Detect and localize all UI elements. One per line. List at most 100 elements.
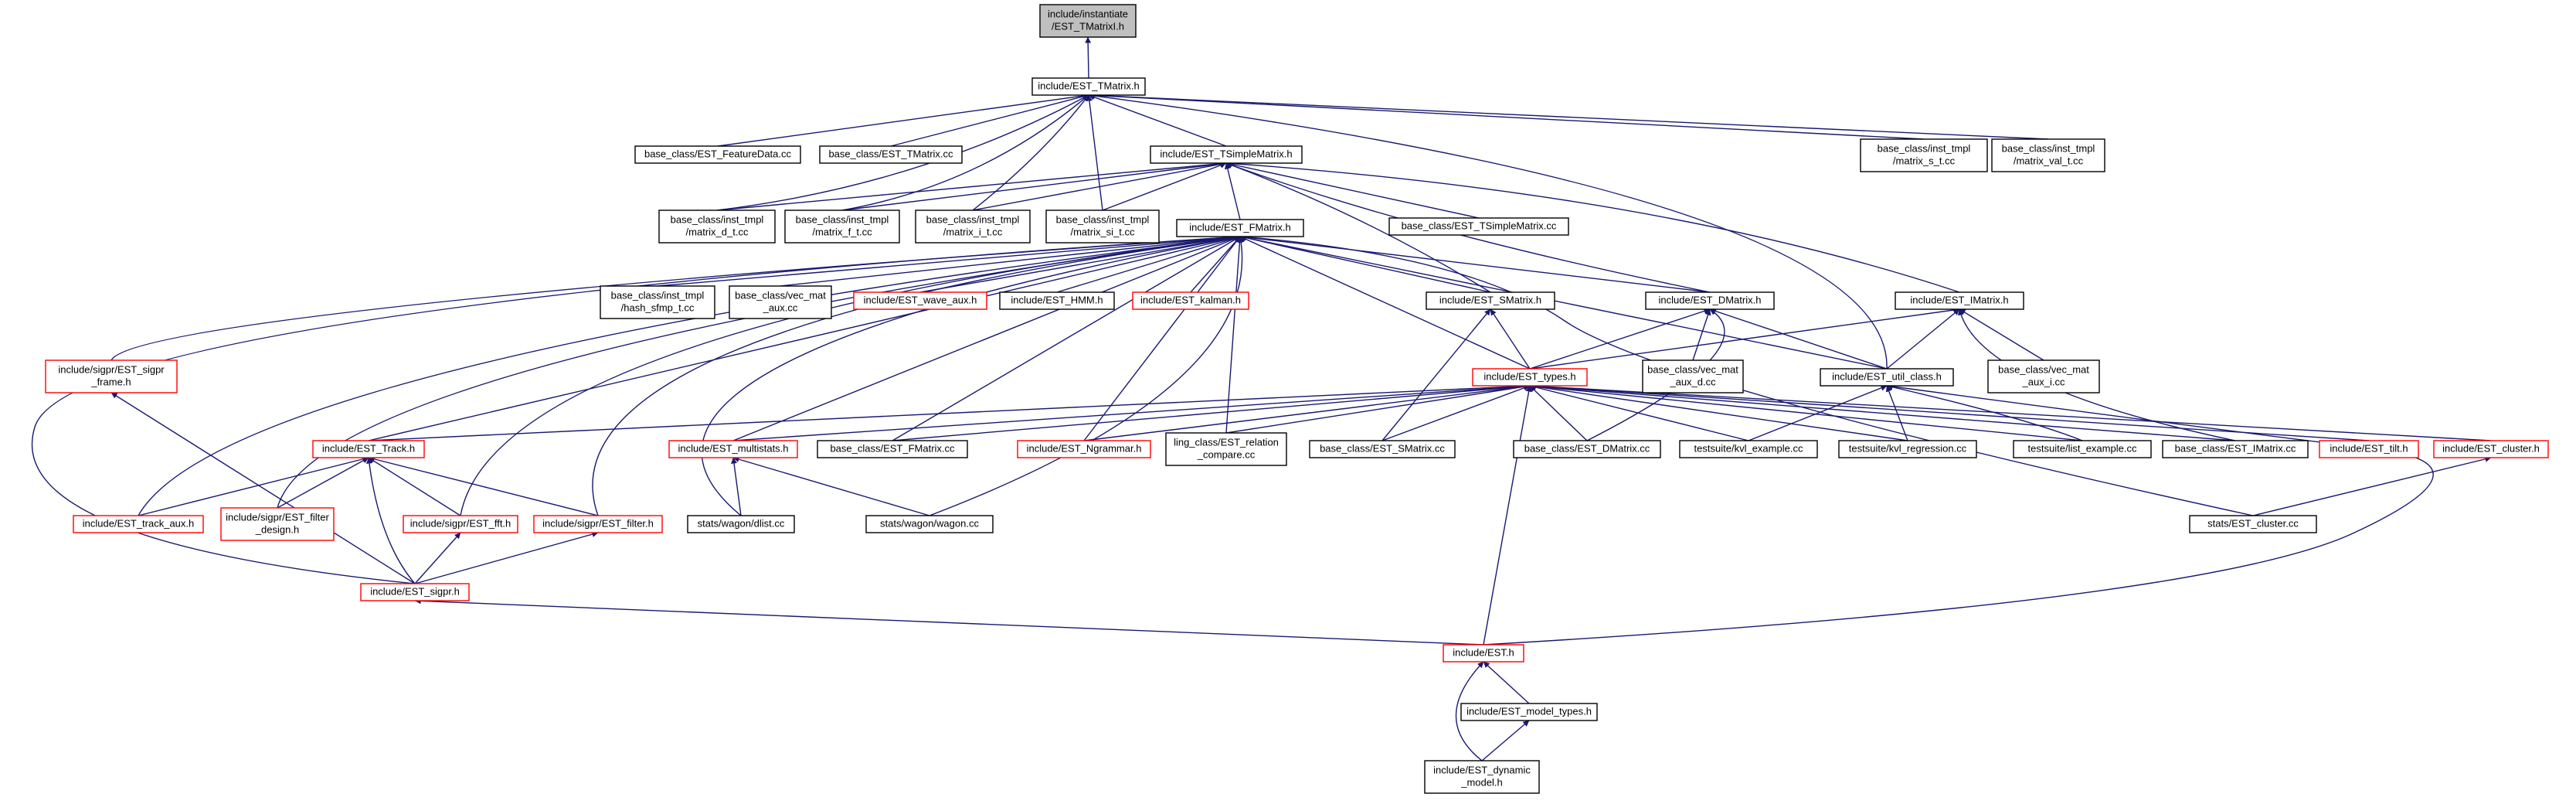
dependency-edge-mvalt-to-tmatrix — [1088, 92, 2049, 140]
dependency-edge-vecmatauxi-to-imatrix — [1959, 308, 2044, 361]
node-label-line: /matrix_d_t.cc — [686, 226, 749, 237]
node-msit[interactable]: base_class/inst_tmpl/matrix_si_t.cc — [1045, 210, 1160, 244]
node-featdata[interactable]: base_class/EST_FeatureData.cc — [634, 145, 801, 164]
node-ngrammar[interactable]: include/EST_Ngrammar.h — [1017, 440, 1151, 458]
node-filter[interactable]: include/sigpr/EST_filter.h — [533, 515, 663, 533]
node-tsimple[interactable]: include/EST_TSimpleMatrix.h — [1150, 145, 1303, 164]
node-mit[interactable]: base_class/inst_tmpl/matrix_i_t.cc — [915, 210, 1031, 244]
dependency-edge-fmatrixcc-to-types — [892, 383, 1531, 441]
node-types[interactable]: include/EST_types.h — [1472, 368, 1588, 387]
dependency-edge-mit-to-tmatrix — [972, 94, 1089, 211]
node-dynmodel[interactable]: include/EST_dynamic_model.h — [1424, 760, 1540, 794]
node-filterdes[interactable]: include/sigpr/EST_filter_design.h — [220, 507, 335, 541]
node-imatrixcc[interactable]: base_class/EST_IMatrix.cc — [2162, 440, 2309, 458]
dependency-edge-ngrammar-to-fmatrix — [1083, 236, 1241, 441]
node-tmatrix[interactable]: include/EST_TMatrix.h — [1031, 77, 1146, 96]
node-wagon[interactable]: stats/wagon/wagon.cc — [865, 515, 994, 533]
node-dmatrixcc[interactable]: base_class/EST_DMatrix.cc — [1513, 440, 1661, 458]
node-box — [1860, 138, 1988, 172]
node-box — [819, 145, 963, 164]
node-box — [817, 440, 968, 458]
node-label-line: base_class/inst_tmpl — [671, 213, 764, 225]
node-lingrel[interactable]: ling_class/EST_relation_compare.cc — [1165, 432, 1287, 466]
node-mst[interactable]: base_class/inst_tmpl/matrix_s_t.cc — [1860, 138, 1988, 172]
node-tsimplecc[interactable]: base_class/EST_TSimpleMatrix.cc — [1388, 217, 1569, 236]
node-label-line: base_class/EST_IMatrix.cc — [2175, 442, 2296, 454]
node-vecmatauxi[interactable]: base_class/vec_mat_aux_i.cc — [1987, 359, 2100, 393]
node-box — [2162, 440, 2309, 458]
node-mft[interactable]: base_class/inst_tmpl/matrix_f_t.cc — [784, 210, 900, 244]
dependency-edge-vecmataux-to-fmatrix — [780, 233, 1241, 287]
node-sigprframe[interactable]: include/sigpr/EST_sigpr_frame.h — [45, 359, 178, 393]
node-label-line: include/EST_util_class.h — [1832, 370, 1942, 382]
node-hmm[interactable]: include/EST_HMM.h — [999, 291, 1115, 310]
node-label-line: include/EST_TMatrix.h — [1038, 80, 1140, 91]
node-tmatrixcc[interactable]: base_class/EST_TMatrix.cc — [819, 145, 963, 164]
node-vecmataux[interactable]: base_class/vec_mat_aux.cc — [729, 285, 832, 319]
node-label-line: base_class/EST_TMatrix.cc — [828, 148, 953, 159]
node-modeltypes[interactable]: include/EST_model_types.h — [1460, 703, 1598, 721]
node-kalman[interactable]: include/EST_kalman.h — [1132, 291, 1249, 310]
node-box — [600, 285, 715, 319]
dependency-edge-modeltypes-to-est — [1483, 661, 1530, 704]
node-tilt[interactable]: include/EST_tilt.h — [2319, 440, 2419, 458]
node-trackaux[interactable]: include/EST_track_aux.h — [73, 515, 204, 533]
node-box — [1679, 440, 1818, 458]
dependency-edge-listex-to-types — [1529, 383, 2083, 441]
node-box — [1443, 644, 1524, 663]
node-box — [784, 210, 900, 244]
node-track[interactable]: include/EST_Track.h — [312, 440, 425, 458]
node-fft[interactable]: include/sigpr/EST_fft.h — [403, 515, 518, 533]
node-est[interactable]: include/EST.h — [1443, 644, 1524, 663]
node-label-line: _aux.cc — [763, 302, 798, 313]
dependency-edge-utilclass-to-imatrix — [1886, 308, 1960, 370]
node-box — [533, 515, 663, 533]
node-utilclass[interactable]: include/EST_util_class.h — [1820, 368, 1954, 387]
node-hashsfmp[interactable]: base_class/inst_tmpl/hash_sfmp_t.cc — [600, 285, 715, 319]
dependency-edge-lingrel-to-types — [1225, 383, 1531, 434]
node-dlist[interactable]: stats/wagon/dlist.cc — [687, 515, 795, 533]
node-clustercc[interactable]: stats/EST_cluster.cc — [2189, 515, 2317, 533]
dependency-edge-tsimplecc-to-tsimple — [1225, 161, 1480, 219]
node-cluster[interactable]: include/EST_cluster.h — [2433, 440, 2549, 458]
node-label-line: base_class/inst_tmpl — [1878, 142, 1971, 154]
dependency-edge-tmatrix-to-root — [1085, 36, 1092, 79]
node-imatrix[interactable]: include/EST_IMatrix.h — [1895, 291, 2024, 310]
node-label-line: /hash_sfmp_t.cc — [621, 302, 695, 313]
dependency-edge-mft-to-tsimple — [841, 160, 1227, 211]
node-label-line: /matrix_si_t.cc — [1070, 226, 1135, 237]
node-mdt[interactable]: base_class/inst_tmpl/matrix_d_t.cc — [658, 210, 776, 244]
node-label-line: base_class/EST_SMatrix.cc — [1320, 442, 1445, 454]
node-box — [403, 515, 518, 533]
node-waveaux[interactable]: include/EST_wave_aux.h — [853, 291, 987, 310]
node-kvlreg[interactable]: testsuite/kvl_regression.cc — [1838, 440, 1977, 458]
dependency-edge-kvlex-to-utilclass — [1748, 385, 1888, 441]
node-vecmatauxd[interactable]: base_class/vec_mat_aux_d.cc — [1642, 359, 1744, 393]
node-label-line: include/EST.h — [1453, 646, 1514, 658]
node-fmatrix[interactable]: include/EST_FMatrix.h — [1176, 219, 1304, 237]
dependency-edge-msit-to-tmatrix — [1086, 94, 1103, 211]
node-root: include/instantiate/EST_TMatrixI.h — [1039, 4, 1137, 38]
node-fmatrixcc[interactable]: base_class/EST_FMatrix.cc — [817, 440, 968, 458]
node-box — [45, 359, 178, 393]
node-label-line: include/EST_tilt.h — [2330, 442, 2408, 454]
node-label-line: _design.h — [255, 523, 299, 535]
node-smatrixcc[interactable]: base_class/EST_SMatrix.cc — [1309, 440, 1456, 458]
node-label-line: /matrix_i_t.cc — [943, 226, 1003, 237]
node-box — [634, 145, 801, 164]
node-label-line: testsuite/kvl_example.cc — [1694, 442, 1803, 454]
node-kvlex[interactable]: testsuite/kvl_example.cc — [1679, 440, 1818, 458]
node-multistats[interactable]: include/EST_multistats.h — [668, 440, 798, 458]
node-label-line: base_class/vec_mat — [735, 289, 826, 301]
node-box — [1132, 291, 1249, 310]
dependency-edge-smatrix-to-fmatrix — [1239, 234, 1491, 293]
node-dmatrix[interactable]: include/EST_DMatrix.h — [1645, 291, 1775, 310]
dependency-edge-dlist-to-fmatrix — [701, 234, 1241, 516]
node-box — [729, 285, 832, 319]
node-mvalt[interactable]: base_class/inst_tmpl/matrix_val_t.cc — [1991, 138, 2105, 172]
node-sigpr[interactable]: include/EST_sigpr.h — [360, 583, 470, 601]
node-listex[interactable]: testsuite/list_example.cc — [2013, 440, 2152, 458]
node-smatrix[interactable]: include/EST_SMatrix.h — [1426, 291, 1555, 310]
node-label-line: include/EST_multistats.h — [678, 442, 788, 454]
